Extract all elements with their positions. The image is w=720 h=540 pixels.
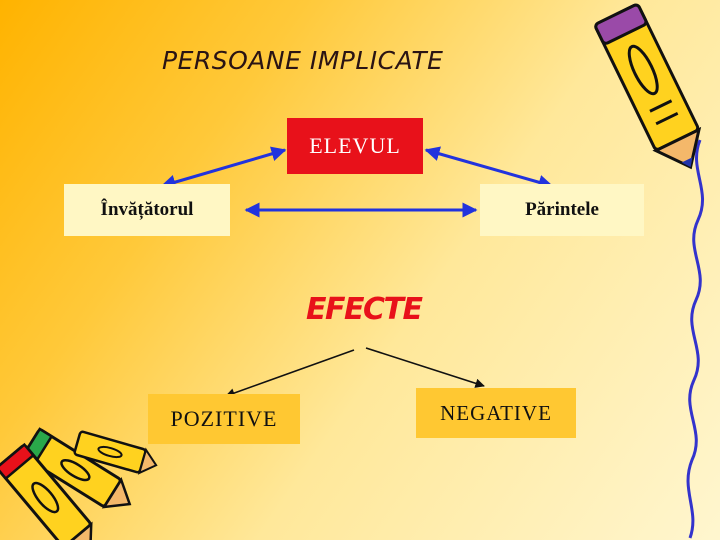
effects-heading: EFECTE	[306, 292, 423, 327]
squiggle-line	[686, 139, 704, 539]
arrow-elevul-invatatorul	[160, 146, 287, 190]
arrow-efecte-negative	[365, 347, 485, 388]
node-parintele: Părintele	[480, 184, 644, 236]
arrow-efecte-pozitive	[225, 349, 355, 398]
node-elevul: ELEVUL	[287, 118, 423, 174]
node-invatatorul: Învățătorul	[64, 184, 230, 236]
node-negative: NEGATIVE	[416, 388, 576, 438]
pencil-icon	[594, 3, 702, 170]
node-pozitive: POZITIVE	[148, 394, 300, 444]
slide-title: PERSOANE IMPLICATE	[162, 46, 444, 75]
crayons-icon	[0, 427, 158, 540]
arrow-elevul-parintele	[424, 146, 554, 190]
